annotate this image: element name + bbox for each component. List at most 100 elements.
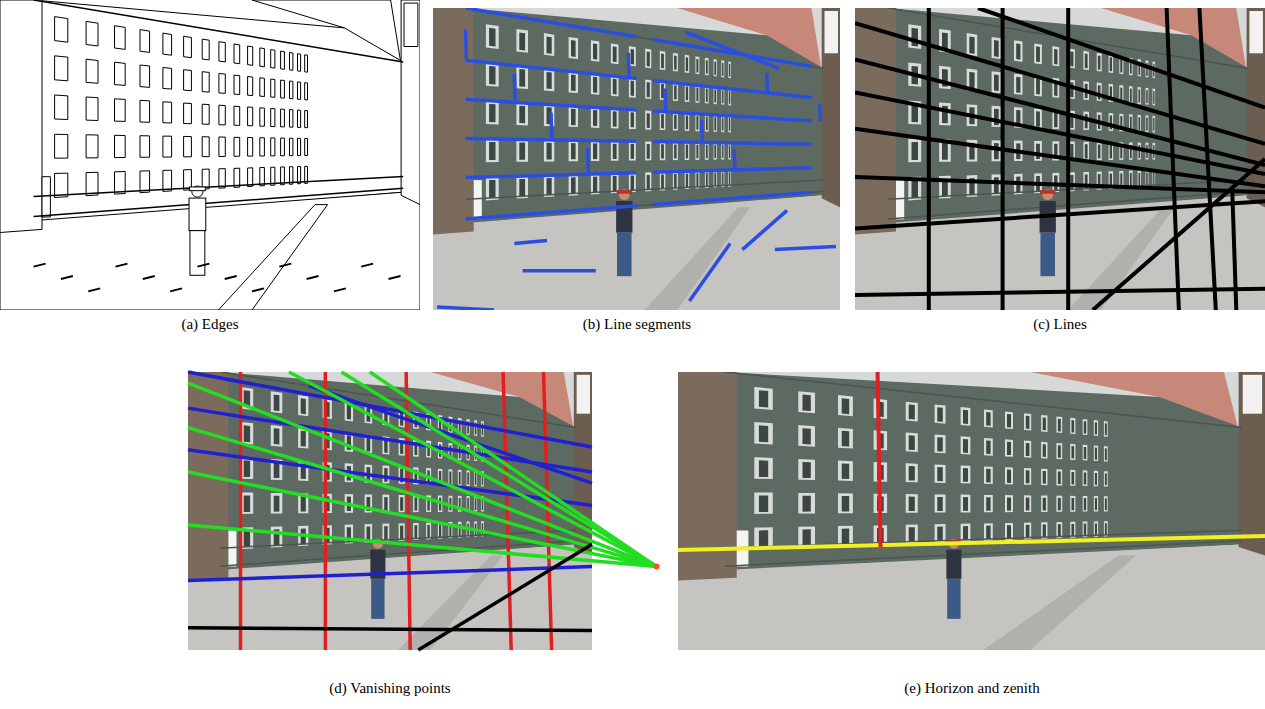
window-pane [449,472,451,485]
window-pane [1072,420,1075,433]
window [55,134,68,158]
building-facade [466,8,824,225]
window [1024,441,1031,458]
window [1129,143,1133,160]
window [705,171,709,188]
window-pane [1084,447,1086,459]
window [305,166,308,183]
window-pane [1072,498,1075,510]
detected-line [1167,8,1179,310]
window [163,33,172,55]
window [569,71,578,93]
window [935,435,946,454]
cornice [34,0,404,62]
window [516,103,528,126]
window-pane [1070,175,1073,190]
window [55,95,68,120]
person-jeans [947,579,960,619]
window-pane [1043,444,1046,457]
window [1146,115,1149,132]
line-segment [514,241,547,244]
window [1083,142,1089,161]
other-line [188,628,592,631]
window [935,524,946,543]
window [629,141,636,160]
window [234,106,240,125]
window [1024,413,1031,430]
edge-fragment [225,276,237,279]
window [163,102,172,123]
window [202,39,209,60]
window [754,422,773,444]
window-pane [1146,118,1148,131]
window [426,523,431,540]
window [1094,471,1098,487]
window [705,86,709,104]
window-pane [729,118,730,131]
person-jeans [1040,233,1054,276]
window-pane [729,91,730,104]
window [474,496,477,511]
window [754,457,773,479]
window-pane [367,527,371,541]
window [260,138,265,156]
panel-caption: (d) Vanishing points [327,680,452,697]
window-pane [842,431,850,447]
window-pane [647,82,650,97]
window-pane [803,462,811,478]
window [569,140,578,161]
window [248,77,253,96]
window-pane [1130,89,1132,102]
window-pane [696,88,698,102]
window-pane [686,86,688,100]
window [184,36,192,57]
window [305,111,308,128]
sky [855,8,1265,310]
sky [433,8,840,310]
window [234,168,240,187]
window-pane [937,497,943,511]
window [906,525,918,544]
window-pane [547,72,552,89]
window-pane [1095,448,1097,460]
window [1070,522,1075,538]
window [248,46,253,65]
pavement [0,192,420,310]
right-building [822,8,840,207]
person-cap [1040,190,1055,194]
window-pane [647,113,650,128]
figure-panel [678,372,1265,650]
window-pane [1085,144,1088,158]
window-pane [722,118,723,131]
window-pane [909,527,915,542]
window-pane [1105,498,1107,510]
window-pane [937,527,943,541]
window [611,108,619,128]
window-pane [1153,118,1154,131]
window [967,175,978,197]
window-pane [729,172,730,185]
window [721,60,724,77]
cornice [466,8,824,68]
poster [42,177,50,217]
window-pane [1026,525,1030,538]
window [1104,421,1108,437]
window-pane [489,180,495,198]
window-pane [1072,446,1075,458]
window-pane [593,177,597,193]
window-pane [1070,144,1073,159]
window-pane [803,496,811,512]
panel-image [0,0,420,310]
photo [855,8,1265,310]
window [1041,442,1047,459]
window [260,168,265,186]
window [728,89,731,106]
window-pane [1139,117,1141,130]
window-pane [912,28,919,47]
window-pane [519,179,525,197]
window [673,53,678,72]
window [754,492,773,514]
window [481,421,484,437]
window [906,463,918,482]
window [1070,470,1075,486]
